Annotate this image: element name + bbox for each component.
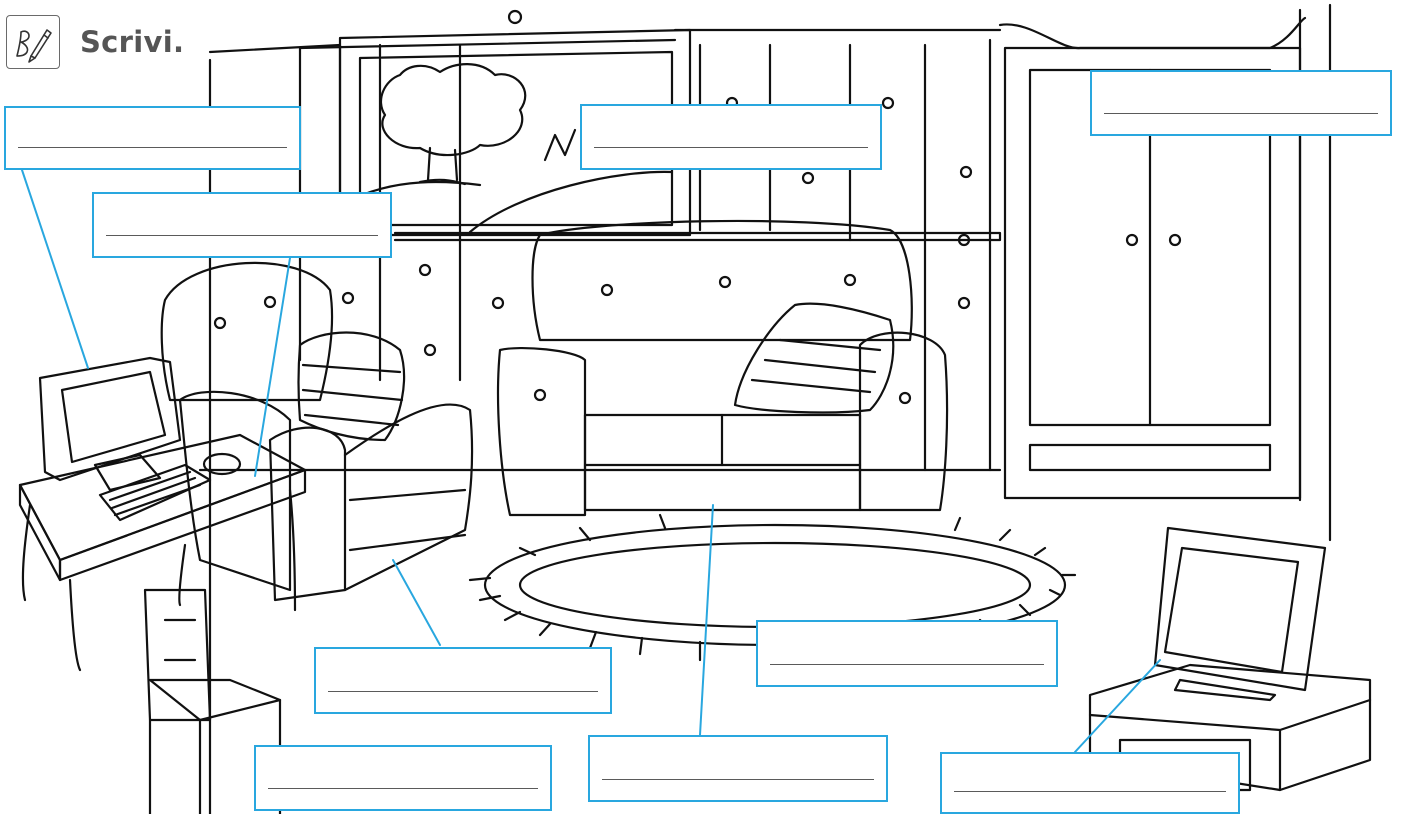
label-box-chair[interactable]	[254, 745, 552, 811]
answer-line	[770, 664, 1044, 665]
answer-line	[18, 147, 287, 148]
answer-line	[1104, 113, 1378, 114]
label-box-television[interactable]	[940, 752, 1240, 814]
label-box-picture[interactable]	[580, 104, 882, 170]
answer-line	[106, 235, 378, 236]
armchair	[162, 263, 472, 600]
label-box-rug[interactable]	[756, 620, 1058, 687]
answer-line	[328, 691, 598, 692]
exercise-header: Scrivi.	[6, 12, 184, 72]
label-box-armchair[interactable]	[314, 647, 612, 714]
instruction-title: Scrivi.	[80, 25, 184, 59]
label-box-sofa[interactable]	[588, 735, 888, 802]
tv-on-cabinet	[1090, 528, 1370, 790]
label-box-armchair-back[interactable]	[92, 192, 392, 258]
pen-writing-icon	[6, 15, 60, 69]
answer-line	[268, 788, 538, 789]
answer-line	[602, 779, 874, 780]
answer-line	[594, 147, 868, 148]
desk-with-computer	[20, 358, 305, 670]
label-box-computer[interactable]	[4, 106, 301, 170]
answer-line	[954, 791, 1226, 792]
label-box-wardrobe[interactable]	[1090, 70, 1392, 136]
